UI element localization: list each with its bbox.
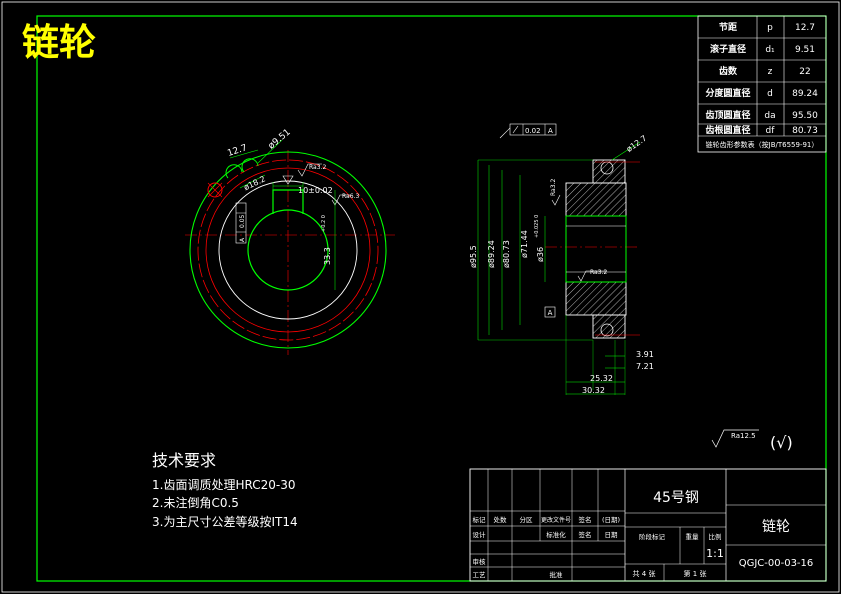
tb-label-check: 审核 (473, 557, 487, 566)
side-dim-root: ø80.73 (502, 240, 511, 268)
param-table-footer: 链轮齿形参数表（按JB/T6559-91） (706, 140, 819, 149)
general-roughness: Ra12.5 (√) (711, 429, 793, 452)
side-dim-3032: 30.32 (582, 386, 605, 395)
front-pitch-circle (197, 159, 379, 341)
param-name-pitch: 节距 (719, 21, 737, 33)
param-sym-roller: d₁ (765, 45, 775, 55)
param-name-pitch-dia: 分度圆直径 (705, 87, 750, 99)
side-runout-ref: A (548, 127, 553, 135)
side-dim-bore-tol: +0.025 0 (534, 215, 540, 238)
param-val-tip-dia: 95.50 (792, 111, 818, 121)
param-sym-teeth: z (768, 67, 773, 77)
front-tip-circle (189, 151, 387, 349)
tb-label-weight: 重量 (686, 533, 700, 541)
front-bore-circle (247, 209, 329, 291)
side-dim-391: 3.91 (636, 350, 654, 359)
tb-label-ratio: 比例 (709, 532, 722, 541)
side-view: 0.02 A ø12.7 ø95.5 ø89.24 ø80.73 ø71.44 … (469, 123, 654, 395)
notes-item-1: 1.齿面调质处理HRC20-30 (152, 478, 295, 492)
inner-frame (36, 15, 827, 582)
parameter-table: 节距 p 12.7 滚子直径 d₁ 9.51 齿数 z 22 分度圆直径 d 8… (697, 15, 827, 153)
side-dim-bore: ø36 (536, 247, 545, 262)
side-dim-721: 7.21 (636, 362, 654, 371)
front-view: 12.7 ø9.51 ø18.2 Ra3.2 10±0.02 Ra6.3 33.… (185, 127, 395, 355)
tooth-profile (225, 158, 259, 179)
section-bore (565, 215, 627, 283)
side-dim-pitch: ø89.24 (487, 240, 496, 268)
tb-row1-mark: 标记 (473, 515, 487, 524)
front-symmetry-ref: A (239, 237, 246, 242)
tb-row1-count: 处数 (494, 515, 508, 524)
param-val-root-dia: 80.73 (792, 126, 818, 136)
side-dim-2532: 25.32 (590, 374, 613, 383)
tb-label-approve: 批准 (550, 570, 564, 579)
keyway (272, 189, 304, 214)
title-scale: 1:1 (706, 547, 724, 560)
param-val-roller: 9.51 (795, 45, 815, 55)
front-root-circle (205, 167, 371, 333)
side-ra-bottom: Ra3.2 (590, 269, 607, 276)
drawing-title: 链轮 (22, 21, 96, 64)
front-ra-key: Ra6.3 (342, 193, 359, 200)
param-sym-root-dia: df (766, 126, 776, 136)
tb-row1-zone: 分区 (520, 515, 534, 524)
tb-label-sign: 签名 (579, 530, 592, 539)
tb-sheet-no: 第 1 张 (684, 569, 707, 578)
title-part-name: 链轮 (762, 519, 790, 535)
tb-label-date: 日期 (605, 531, 619, 539)
notes-item-2: 2.未注倒角C0.5 (152, 495, 239, 510)
section-bottom-tooth (592, 314, 626, 339)
section-bottom-hub (565, 281, 627, 316)
roughness-rest: (√) (770, 433, 793, 452)
side-dim-hub: ø71.44 (520, 230, 529, 258)
title-block: 45号钢 链轮 QGJC-00-03-16 1:1 标记 处数 分区 更改文件号… (469, 468, 827, 582)
tb-sheets-total: 共 4 张 (633, 569, 656, 578)
roughness-value: Ra12.5 (731, 432, 756, 440)
roller-circle (207, 182, 223, 198)
side-dim-tip: ø95.5 (469, 245, 478, 268)
section-top-tooth (592, 159, 626, 184)
tb-label-std: 标准化 (546, 530, 566, 539)
section-top-hub (565, 182, 627, 217)
front-dim-key-tol: +0.2 0 (321, 215, 327, 232)
front-hub-circle (218, 180, 358, 320)
side-datum: A (548, 309, 553, 317)
tb-row1-date: (日期) (602, 516, 620, 524)
param-name-tip-dia: 齿顶圆直径 (705, 109, 750, 121)
title-drawing-no: QGJC-00-03-16 (739, 558, 814, 569)
technical-notes: 技术要求 1.齿面调质处理HRC20-30 2.未注倒角C0.5 3.为主尺寸公… (152, 451, 298, 529)
param-name-roller: 滚子直径 (710, 43, 746, 55)
param-name-root-dia: 齿根圆直径 (705, 124, 750, 136)
front-dim-keyway-width: 10±0.02 (298, 186, 333, 195)
front-ra-bore: Ra3.2 (309, 164, 326, 171)
side-runout-value: 0.02 (525, 127, 541, 135)
param-name-teeth: 齿数 (719, 65, 738, 77)
side-ra-top: Ra3.2 (550, 179, 557, 196)
param-sym-pitch-dia: d (767, 89, 773, 99)
title-material: 45号钢 (653, 490, 699, 506)
param-val-pitch-dia: 89.24 (792, 89, 818, 99)
front-dim-key-depth: 33.3 (323, 247, 332, 265)
tb-label-design: 设计 (473, 530, 487, 539)
tb-label-stage: 阶段标记 (639, 532, 666, 541)
param-val-pitch: 12.7 (795, 23, 815, 33)
notes-heading: 技术要求 (152, 451, 216, 470)
front-symmetry-value: 0.05 (239, 214, 246, 228)
tb-row1-docno: 更改文件号 (541, 516, 571, 524)
tb-label-process: 工艺 (473, 571, 487, 579)
param-sym-tip-dia: da (764, 111, 775, 121)
param-sym-pitch: p (767, 23, 773, 33)
notes-item-3: 3.为主尺寸公差等级按IT14 (152, 515, 298, 529)
tb-row1-sign: 签名 (579, 515, 592, 524)
param-val-teeth: 22 (799, 67, 810, 77)
